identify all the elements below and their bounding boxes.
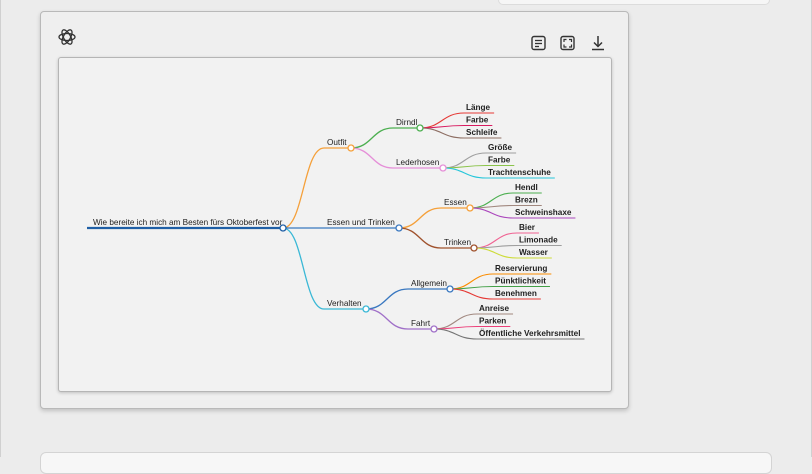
link-verhalten — [282, 227, 325, 310]
link-leaf-fahrt-1 — [433, 325, 478, 330]
leaf-label-dirndl-0[interactable]: Länge — [466, 103, 491, 112]
previous-card-edge — [498, 0, 770, 5]
node-allgemein[interactable] — [446, 285, 454, 293]
leaf-label-allgemein-2[interactable]: Benehmen — [495, 289, 537, 298]
leaf-label-trinken-1[interactable]: Limonade — [519, 236, 558, 245]
leaf-label-lederhosen-0[interactable]: Größe — [488, 143, 513, 152]
link-leaf-dirndl-2 — [419, 127, 465, 139]
download-icon[interactable] — [589, 34, 607, 52]
link-leaf-trinken-2 — [473, 247, 518, 259]
node-dirndl[interactable] — [416, 124, 424, 132]
node-root[interactable] — [279, 224, 287, 232]
link-leaf-allgemein-1 — [449, 285, 494, 290]
branch-label-essen_trinken[interactable]: Essen und Trinken — [327, 218, 395, 227]
leaf-label-lederhosen-1[interactable]: Farbe — [488, 156, 511, 165]
link-leaf-lederhosen-2 — [442, 167, 487, 179]
leaf-label-allgemein-1[interactable]: Pünktlichkeit — [495, 277, 546, 286]
leaf-label-essen-1[interactable]: Brezn — [515, 196, 538, 205]
node-trinken[interactable] — [470, 244, 478, 252]
branch-label-verhalten[interactable]: Verhalten — [327, 299, 362, 308]
link-outfit — [282, 147, 325, 229]
link-leaf-trinken-1 — [473, 244, 518, 249]
link-leaf-lederhosen-1 — [442, 164, 487, 169]
sub-label-dirndl[interactable]: Dirndl — [396, 118, 418, 127]
mindmap-logo-icon — [58, 29, 76, 45]
root-node-label[interactable]: Wie bereite ich mich am Besten fürs Okto… — [93, 218, 283, 227]
leaf-label-allgemein-0[interactable]: Reservierung — [495, 264, 547, 273]
node-lederhosen[interactable] — [439, 164, 447, 172]
leaf-label-trinken-0[interactable]: Bier — [519, 223, 536, 232]
link-allgemein — [365, 288, 409, 310]
sub-label-trinken[interactable]: Trinken — [444, 238, 471, 247]
link-leaf-essen-1 — [469, 204, 514, 209]
link-lederhosen — [350, 147, 394, 169]
link-trinken — [398, 227, 442, 249]
leaf-label-dirndl-2[interactable]: Schleife — [466, 128, 498, 137]
fullscreen-icon[interactable] — [559, 34, 577, 52]
leaf-label-fahrt-2[interactable]: Öffentliche Verkehrsmittel — [479, 328, 580, 338]
node-verhalten[interactable] — [362, 305, 370, 313]
leaf-label-lederhosen-2[interactable]: Trachtenschuhe — [488, 168, 551, 177]
next-card — [40, 452, 772, 474]
mindmap-svg: Wie bereite ich mich am Besten fürs Okto… — [87, 103, 585, 340]
node-essen[interactable] — [466, 204, 474, 212]
node-essen_trinken[interactable] — [395, 224, 403, 232]
sub-label-essen[interactable]: Essen — [444, 198, 467, 207]
mindmap-card: Wie bereite ich mich am Besten fürs Okto… — [40, 11, 629, 409]
link-leaf-fahrt-2 — [433, 328, 478, 340]
list-view-icon[interactable] — [530, 34, 548, 52]
link-leaf-dirndl-1 — [419, 124, 465, 129]
leaf-label-fahrt-0[interactable]: Anreise — [479, 304, 509, 313]
sub-label-fahrt[interactable]: Fahrt — [411, 319, 431, 328]
branch-label-outfit[interactable]: Outfit — [327, 138, 347, 147]
mindmap-canvas: Wie bereite ich mich am Besten fürs Okto… — [58, 57, 612, 392]
leaf-label-essen-2[interactable]: Schweinshaxe — [515, 208, 572, 217]
link-leaf-essen-2 — [469, 207, 514, 219]
node-outfit[interactable] — [347, 144, 355, 152]
leaf-label-trinken-2[interactable]: Wasser — [519, 248, 549, 257]
link-essen — [398, 207, 442, 229]
sub-label-allgemein[interactable]: Allgemein — [411, 279, 447, 288]
link-dirndl — [350, 127, 394, 149]
link-leaf-allgemein-2 — [449, 288, 494, 300]
sub-label-lederhosen[interactable]: Lederhosen — [396, 158, 440, 167]
leaf-label-fahrt-1[interactable]: Parken — [479, 317, 506, 326]
leaf-label-dirndl-1[interactable]: Farbe — [466, 116, 489, 125]
link-fahrt — [365, 308, 409, 330]
leaf-label-essen-0[interactable]: Hendl — [515, 183, 538, 192]
node-fahrt[interactable] — [430, 325, 438, 333]
